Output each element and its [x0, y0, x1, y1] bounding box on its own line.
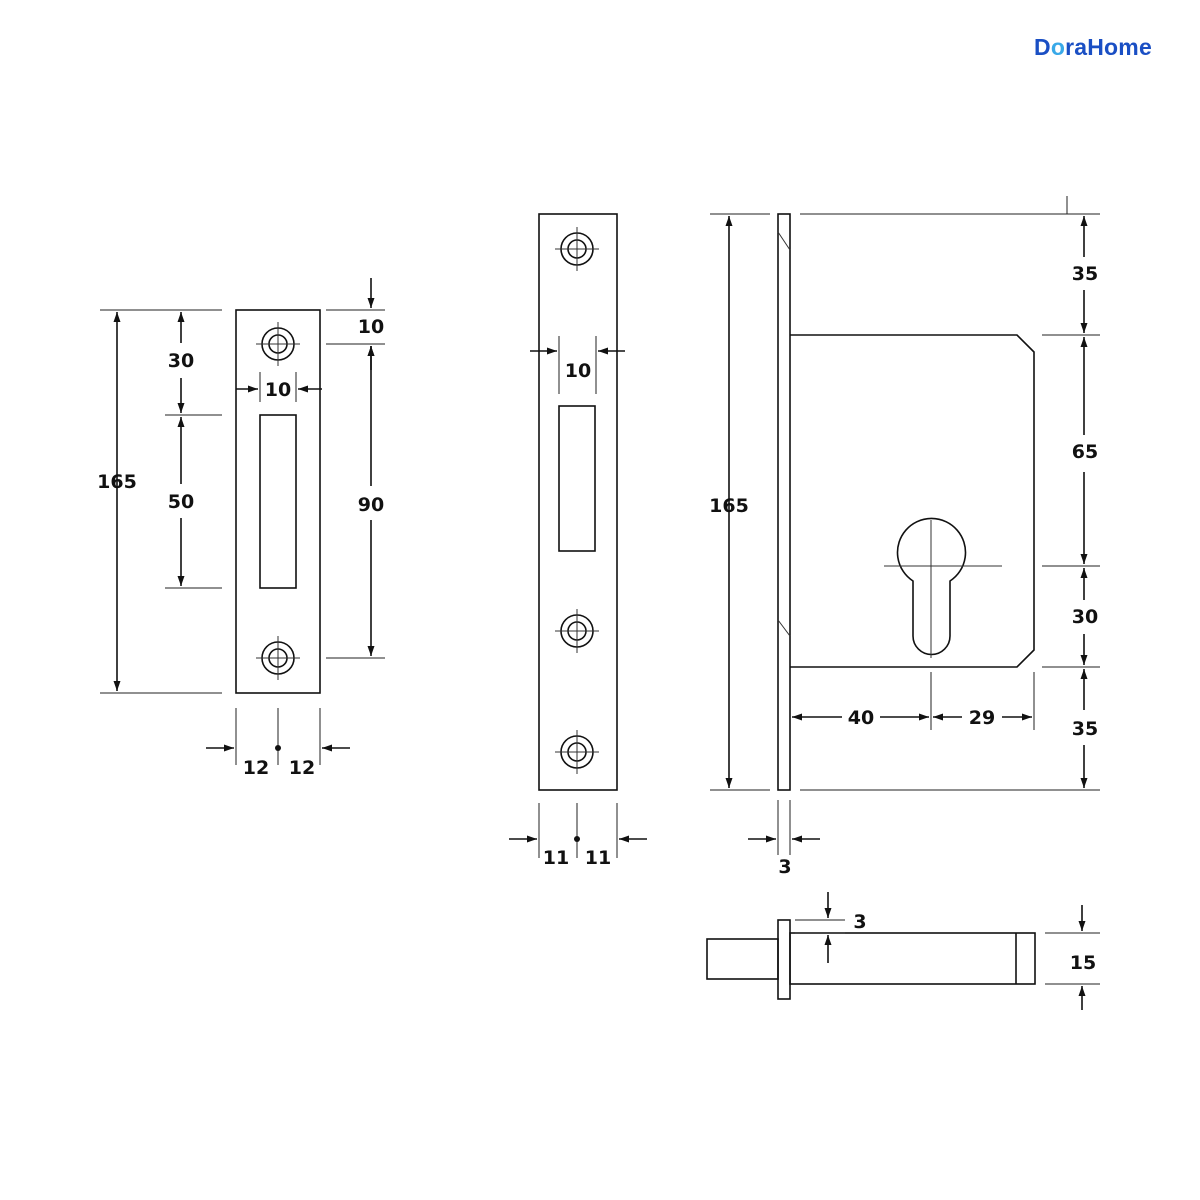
logo-text: DoraHome: [1034, 34, 1152, 60]
dim-strike-top-screw: 10: [358, 316, 384, 338]
dim-lock-height: 165: [709, 495, 749, 517]
strike-plate-outline: [235, 309, 321, 694]
dorahome-logo: DoraHome: [1034, 34, 1152, 61]
lock-faceplate: [777, 213, 791, 791]
forend-screw-3-icon: [555, 730, 599, 774]
bolt-tail: [706, 938, 779, 980]
dim-lock-case-to-cylinder: 65: [1072, 441, 1098, 463]
forend-plate: 10 11 11: [509, 213, 647, 869]
dim-strike-slot-height: 50: [168, 491, 194, 513]
strike-screw-top-icon: [256, 322, 300, 366]
dim-strike-height: 165: [97, 471, 137, 493]
dim-lock-faceplate-thickness: 3: [778, 856, 791, 878]
dim-strike-half-left: 12: [243, 757, 269, 779]
dim-lock-case-remainder: 29: [969, 707, 995, 729]
euro-cylinder-hole-icon: [884, 517, 1002, 658]
dim-forend-half-left: 11: [543, 847, 569, 869]
dim-bolt-plate-thickness: 3: [853, 911, 866, 933]
forend-bolt-slot: [558, 405, 596, 552]
strike-screw-bottom-icon: [256, 636, 300, 680]
bolt-top-view: 3 15: [706, 892, 1100, 1010]
forend-screw-1-icon: [555, 227, 599, 271]
lock-body: 165 35 65 30 35 40 29 3: [709, 196, 1100, 878]
dim-lock-top-offset: 35: [1072, 263, 1098, 285]
forend-outline: [538, 213, 618, 791]
dim-strike-top-to-slot: 30: [168, 350, 194, 372]
dim-lock-cylinder-center: 30: [1072, 606, 1098, 628]
lock-case-outline: [790, 334, 1035, 668]
dim-forend-half-right: 11: [585, 847, 611, 869]
forend-screw-2-icon: [555, 609, 599, 653]
dim-bolt-height: 15: [1070, 952, 1096, 974]
dim-strike-slot-width: 10: [265, 379, 291, 401]
dim-lock-backset: 40: [848, 707, 874, 729]
dim-lock-bottom-offset: 35: [1072, 718, 1098, 740]
bolt-body: [789, 932, 1036, 985]
strike-plate-slot: [259, 414, 297, 589]
dim-strike-half-right: 12: [289, 757, 315, 779]
strike-plate: 165 30 50 10 10 90 12 12: [97, 278, 385, 779]
bolt-plate: [777, 919, 791, 1000]
dim-strike-screw-spacing: 90: [358, 494, 384, 516]
dim-forend-slot-width: 10: [565, 360, 591, 382]
